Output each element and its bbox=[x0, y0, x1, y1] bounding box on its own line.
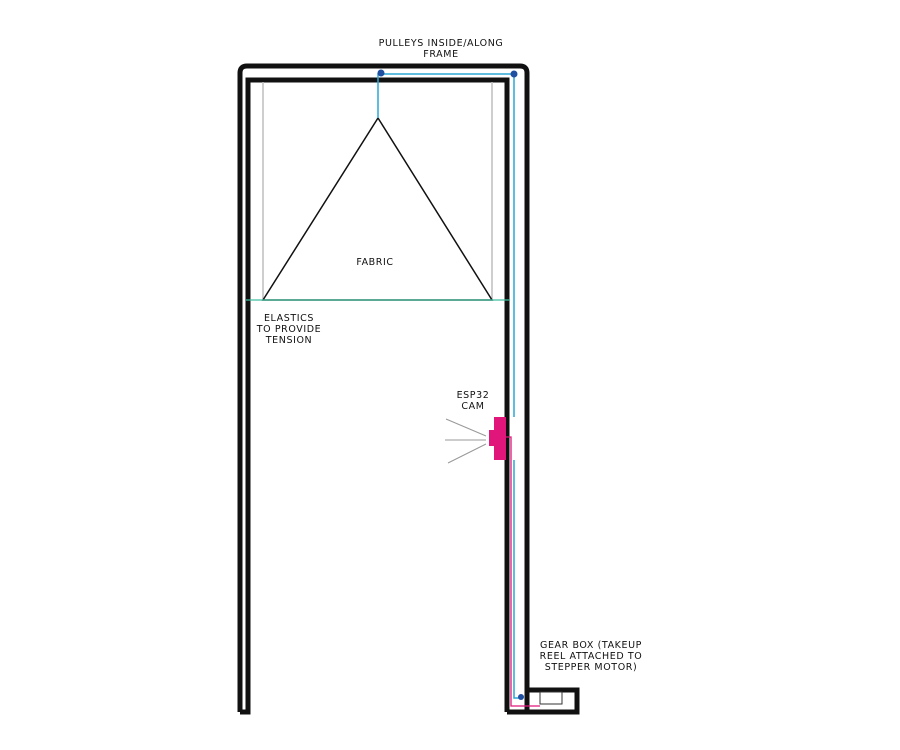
fabric-label: FABRIC bbox=[356, 257, 393, 268]
gearbox-label-line-1: GEAR BOX (TAKEUP bbox=[540, 640, 642, 651]
frame-outer-outline bbox=[237, 63, 530, 715]
fabric-triangle bbox=[261, 116, 494, 301]
gearbox-label-line-3: STEPPER MOTOR) bbox=[545, 662, 638, 673]
elastics-label-line-1: ELASTICS bbox=[264, 313, 314, 324]
gearbox-box-icon bbox=[539, 691, 563, 705]
elastics-label-line-3: TENSION bbox=[265, 335, 313, 346]
pulley-dot-icon bbox=[377, 69, 385, 77]
camera-view-rays-icon bbox=[445, 418, 487, 464]
cable-line-lower bbox=[513, 460, 521, 699]
elastics-label-line-2: TO PROVIDE bbox=[256, 324, 322, 335]
cable-line bbox=[377, 73, 515, 417]
camera-box-icon bbox=[494, 417, 506, 460]
pulley-dot-icon bbox=[510, 70, 518, 78]
gearbox-label-line-2: REEL ATTACHED TO bbox=[540, 651, 643, 662]
gearbox-foot bbox=[507, 687, 580, 715]
camera-lens bbox=[489, 430, 495, 446]
camera-label-line-1: ESP32 bbox=[457, 390, 490, 401]
pulleys-label-line-1: PULLEYS INSIDE/ALONG bbox=[379, 38, 504, 49]
pulley-dot-icon bbox=[518, 694, 524, 700]
pulleys-label-line-2: FRAME bbox=[423, 49, 458, 60]
camera-label-line-2: CAM bbox=[461, 401, 484, 412]
camera-wire bbox=[503, 436, 540, 707]
frame-inner-outline bbox=[240, 77, 510, 715]
